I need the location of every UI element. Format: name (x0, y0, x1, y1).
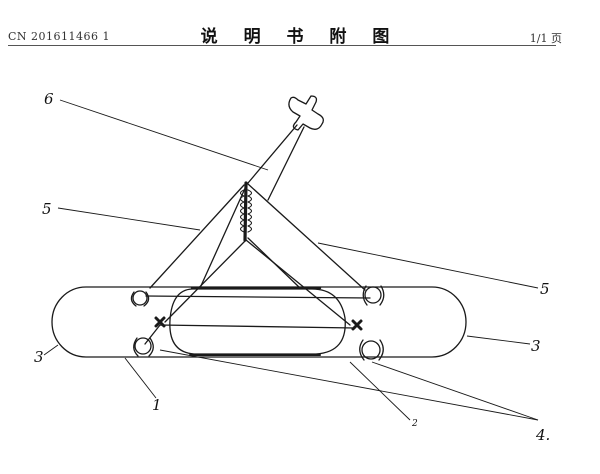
handle-cross (288, 95, 324, 131)
left-arm-lower (164, 239, 247, 323)
leader-5-left (57, 207, 201, 231)
left-arm-inner (199, 183, 248, 289)
right-joint (351, 319, 363, 331)
left-lower-clip (133, 337, 154, 357)
header-rule (8, 45, 556, 46)
inner-window-outline (169, 288, 346, 355)
right-arm-upper (247, 183, 366, 291)
ref-label-6: 6 (44, 90, 54, 108)
right-lower-clip (359, 339, 384, 361)
leader-5-right (317, 242, 539, 289)
ref-label-1: 1 (152, 396, 162, 414)
ref-label-3-right: 3 (531, 337, 541, 355)
outer-board-outline (51, 286, 467, 358)
left-lower-loop (134, 337, 152, 355)
leader-4-b (371, 361, 539, 421)
leader-3-left (43, 344, 59, 356)
handle-wire-right (267, 126, 305, 201)
page-title: 说 明 书 附 图 (200, 27, 400, 47)
right-arm-inner (247, 237, 301, 289)
handle-wire-left (247, 124, 298, 184)
cross-right-to-left (144, 324, 356, 345)
page-indicator: 1/1 页 (529, 32, 562, 45)
left-joint (154, 316, 166, 328)
publication-number: CN 201611466 1 (8, 30, 111, 43)
ref-label-4: 4. (535, 426, 550, 444)
ref-label-5-right: 5 (540, 280, 550, 298)
right-upper-clip (362, 285, 385, 306)
cross-left-to-right (145, 295, 371, 299)
spring-coil (239, 189, 253, 233)
right-arm-lower (245, 239, 351, 326)
central-post (243, 181, 248, 242)
left-upper-loop (132, 290, 148, 306)
right-upper-loop (364, 286, 382, 304)
leader-6 (59, 99, 269, 171)
ref-label-2: 2 (411, 419, 418, 429)
left-upper-clip (130, 291, 150, 307)
ref-label-5-left: 5 (42, 200, 52, 218)
leader-1 (124, 357, 157, 399)
page-header: CN 201611466 1 说 明 书 附 图 1/1 页 (0, 0, 600, 47)
right-lower-loop (361, 340, 381, 360)
left-arm-upper (149, 184, 245, 289)
leader-4-a (159, 349, 539, 421)
ref-label-3-left: 3 (34, 348, 44, 366)
leader-3-right (466, 335, 531, 345)
